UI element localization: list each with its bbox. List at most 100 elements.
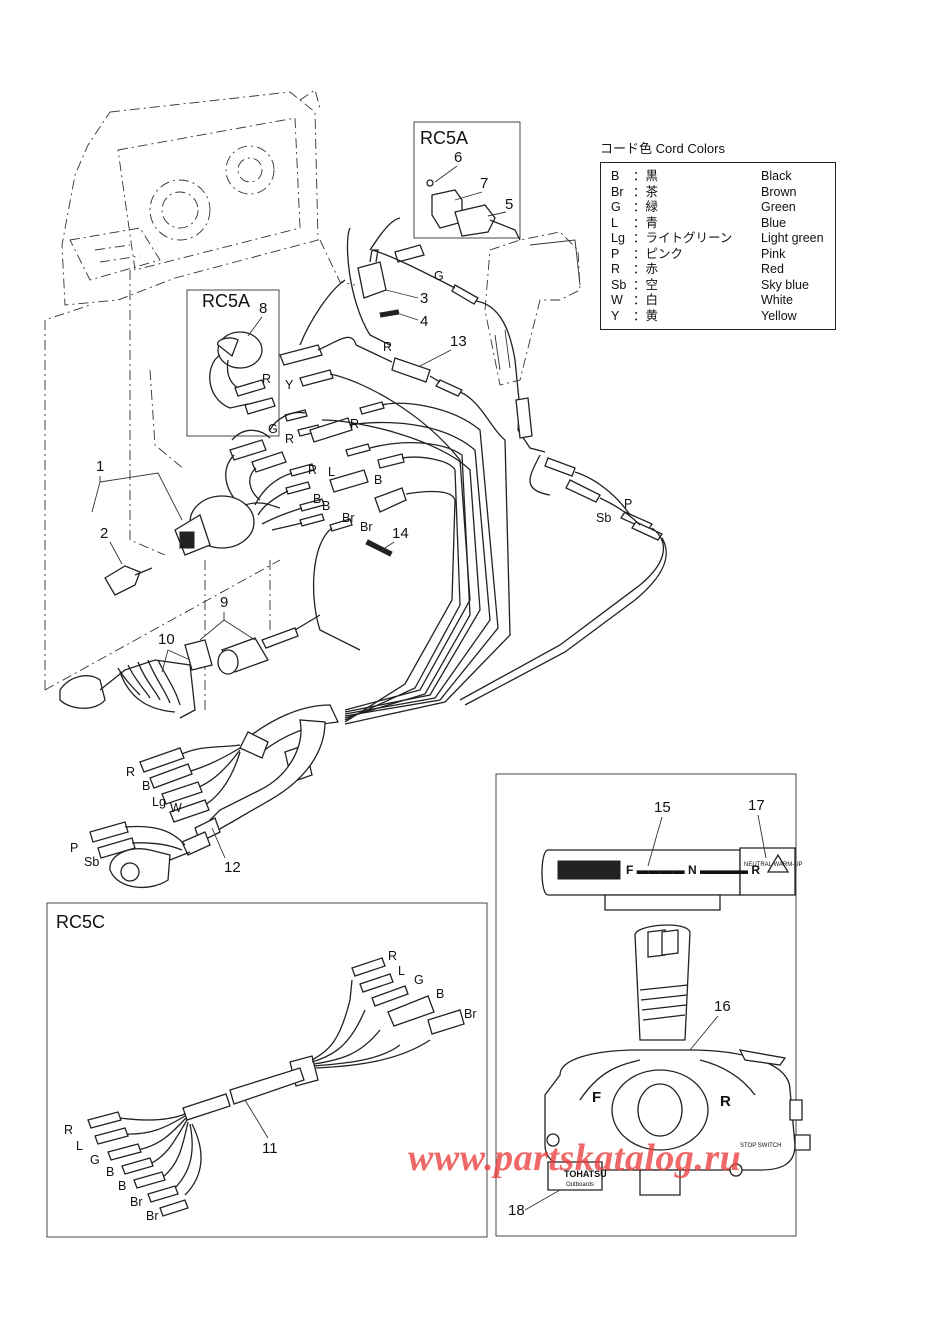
callout-7: 7 [480,175,488,192]
callout-15: 15 [654,799,671,816]
gear-scale-label: F ▬▬▬▬ N ▬▬▬▬ R [626,863,760,877]
wire-r-ign: R [308,463,317,477]
ignition-switch-1 [174,495,281,556]
legend-code: Lg [611,231,625,245]
legend-jp: ：ライトグリーン [633,231,733,245]
legend-jp: ：青 [633,215,659,230]
rc5a-top-label: RC5A [420,128,468,148]
gear-indicator-15 [541,847,796,911]
legend-code: P [611,246,620,261]
wire-r-mid: R [383,340,392,354]
wire-rc5c-br: Br [464,1007,477,1021]
legend-jp: ：空 [633,277,659,292]
rc5a-left-box [186,289,280,437]
harness-12 [89,704,339,889]
remote-control-housing [44,89,356,710]
callout-17: 17 [748,797,765,814]
clip-14 [365,539,393,557]
legend-jp: ：ピンク [633,246,684,261]
brand-sub-label: Outboards [566,1182,594,1188]
wire-rc5c-br3: Br [146,1209,159,1223]
rc5a-top-box [413,121,521,239]
control-lever-16 [544,924,811,1196]
legend-code: L [611,215,618,230]
legend-code: R [611,262,621,276]
callout-5: 5 [505,196,513,213]
legend-row: Br ：茶 Brown [611,185,827,201]
legend-row: L ：青 Blue [611,216,827,232]
lanyard-10 [59,659,196,719]
callout-13: 13 [450,333,467,350]
legend-code: G [611,200,621,214]
wire-b-ign2: B [313,492,321,506]
callout-12: 12 [224,859,241,876]
neutral-warmup-label: NEUTRAL WARM-UP [744,862,803,868]
f-label: F [592,1089,601,1106]
legend-jp: ：白 [633,293,659,307]
watermark: www.partskatalog.ru [408,1137,742,1179]
wire-b-ign3: B [322,499,330,513]
switch-3 [346,217,479,346]
wire-rc5c-r2: R [64,1123,73,1137]
wire-y-box8: Y [285,378,294,392]
legend-row: Sb ：空 Sky blue [611,278,827,294]
wire-br-ign2: Br [360,520,373,534]
callout-10: 10 [158,631,175,648]
wire-rc5c-g2: G [90,1153,100,1167]
wire-sb-right: Sb [596,511,611,525]
legend-code: Sb [611,277,627,292]
wire-harness-lg: Lg [152,795,166,809]
wire-harness-b: B [142,779,150,793]
rc5a-top-parts [426,179,521,241]
wire-harness-p: P [70,841,78,855]
wire-g-left: G [268,422,278,436]
callout-18: 18 [508,1202,525,1219]
wire-harness-sb: Sb [84,855,99,869]
legend-en: Sky blue [761,277,809,292]
legend-jp: ：赤 [633,262,659,276]
legend-code: B [611,169,620,183]
legend-code: W [611,293,623,307]
legend-jp: ：緑 [633,200,659,214]
wire-b-ign1: B [374,473,382,487]
legend-code: Br [611,184,624,199]
callout-16: 16 [714,998,731,1015]
callout-2: 2 [100,525,108,542]
wire-g-top: G [434,269,444,283]
connector-13 [355,344,463,397]
legend-title: コード色 Cord Colors [600,141,725,156]
wire-rc5c-l: L [398,964,405,978]
harness-11 [87,957,465,1217]
callout-11: 11 [262,1140,278,1157]
wire-harness-r: R [126,765,135,779]
legend-en: Brown [761,184,797,199]
rc5c-label: RC5C [56,912,105,932]
wire-rc5c-b3: B [118,1179,126,1193]
legend-jp: ：黄 [633,308,659,323]
control-lever-outline [484,231,581,386]
legend-code: Y [611,308,620,323]
callout-3: 3 [420,290,428,307]
wire-rc5c-b: B [436,987,444,1001]
callout-6: 6 [454,149,462,166]
wire-rc5c-br2: Br [130,1195,143,1209]
screw-4 [379,309,400,318]
buzzer-8 [209,331,276,415]
stop-switch-label: STOP SWITCH [740,1143,781,1149]
rc5a-left-label: RC5A [202,291,250,311]
control-panel-box [495,773,797,1237]
connector-p-sb [459,397,667,706]
legend-en: Blue [761,215,787,230]
wire-connectors [225,279,521,725]
brand-label: TOHATSU [564,1169,607,1179]
wire-rc5c-b2: B [106,1165,114,1179]
wire-rc5c-l2: L [76,1139,83,1153]
legend-jp: ：茶 [633,184,659,199]
